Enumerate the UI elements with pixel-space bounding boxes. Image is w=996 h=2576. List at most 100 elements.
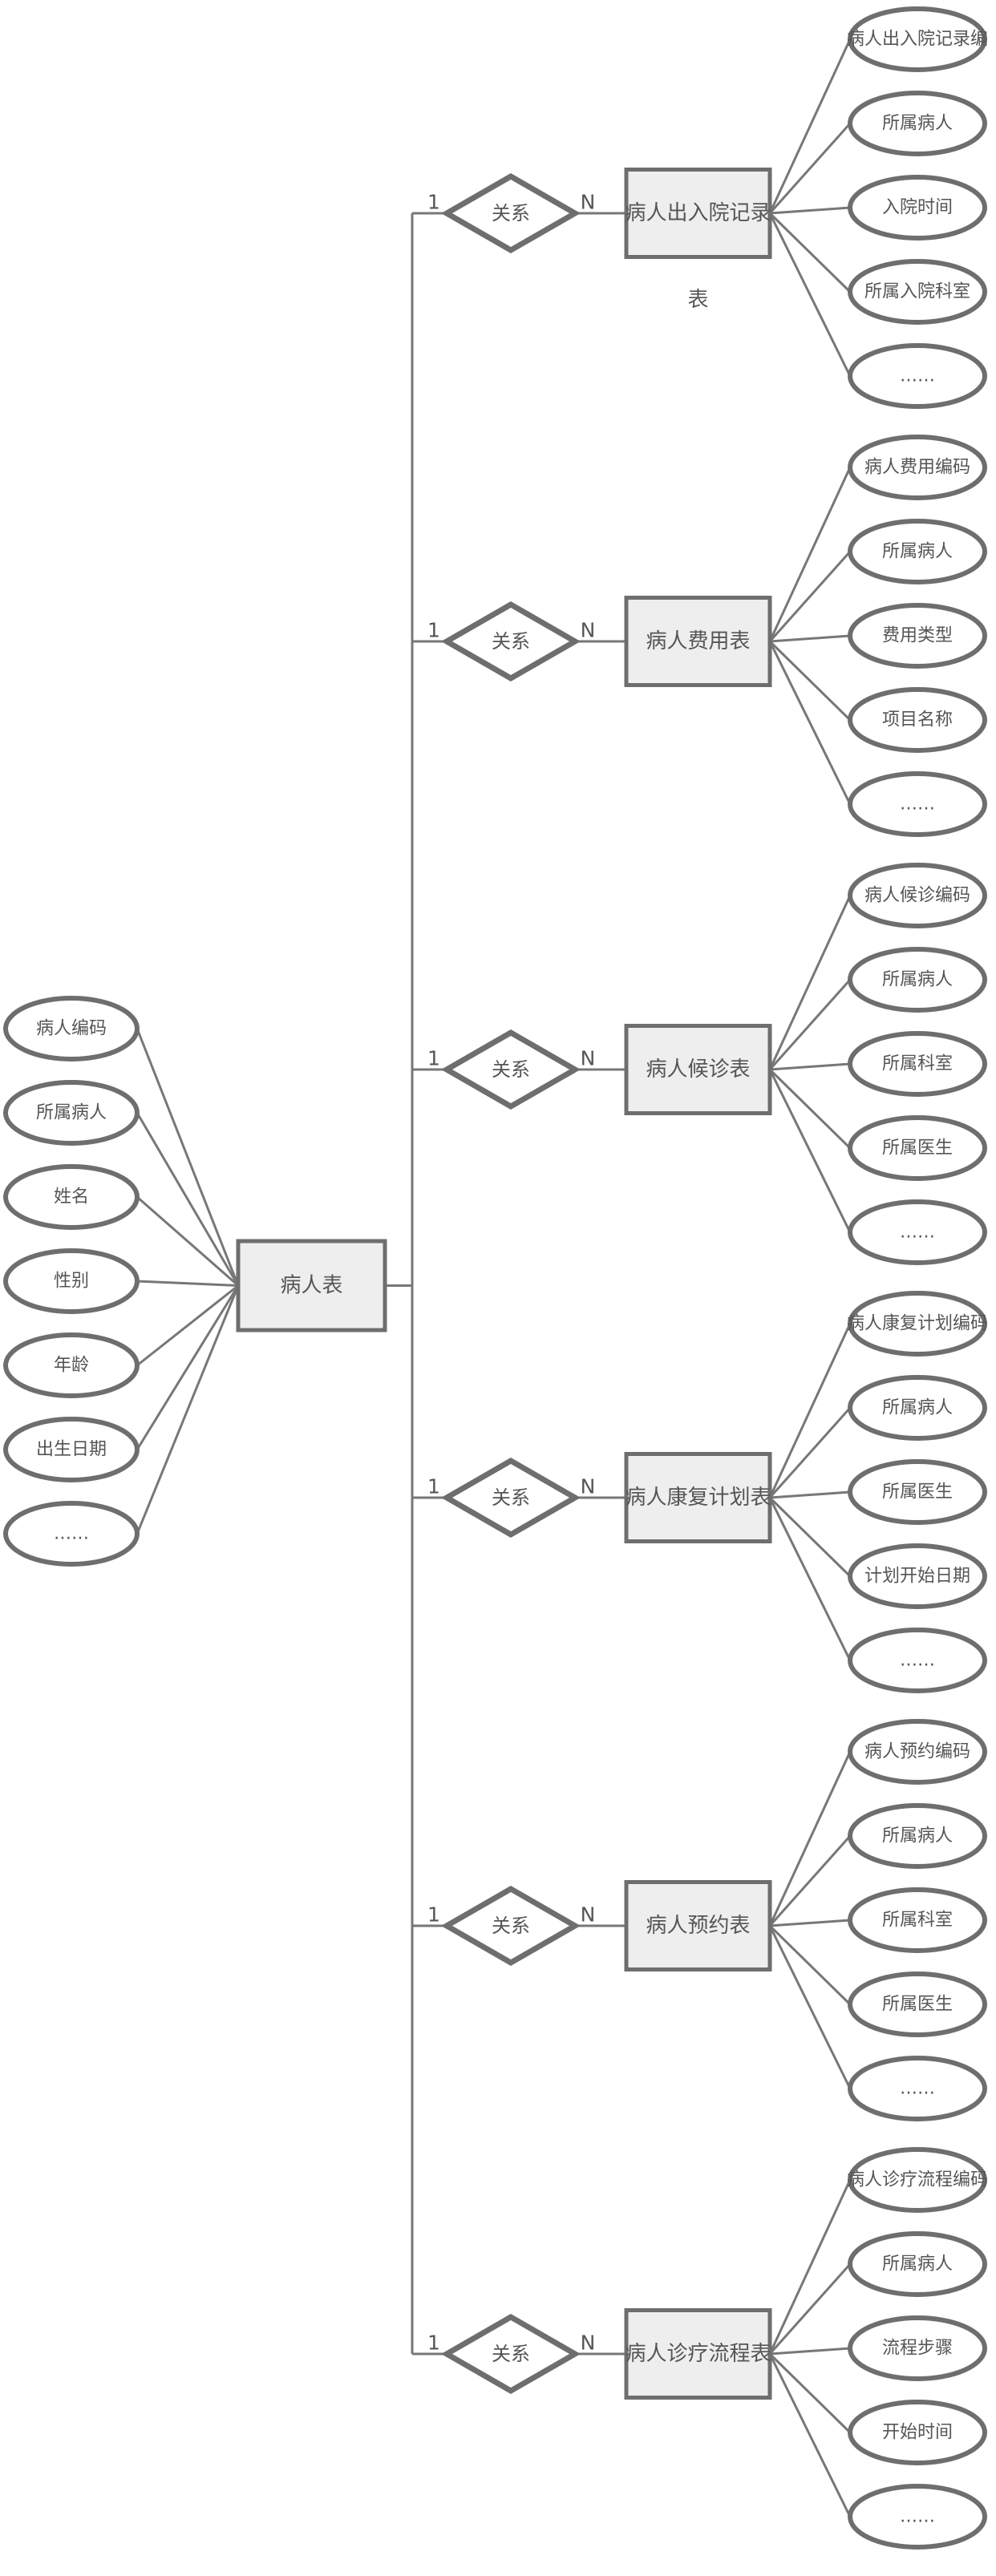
- attribute-label: 病人候诊编码: [864, 886, 970, 906]
- attribute-label: ……: [900, 2079, 935, 2099]
- attribute-label: 病人出入院记录编: [847, 30, 988, 50]
- attribute-ellipse: [848, 2315, 987, 2381]
- entity-box-patient: [236, 1239, 387, 1332]
- attribute-ellipse: [848, 1031, 987, 1097]
- connector-lines: [136, 38, 852, 2517]
- attribute-label: 病人康复计划编码: [847, 1314, 988, 1334]
- cardinality-many: N: [581, 1903, 596, 1927]
- attribute-link: [768, 467, 852, 642]
- attribute-ellipse: [848, 1803, 987, 1869]
- attribute-ellipse: [848, 1719, 987, 1785]
- attribute-link: [768, 2352, 852, 2434]
- attribute-label: 所属医生: [882, 1995, 953, 2015]
- attribute-ellipse: [848, 1199, 987, 1265]
- attribute-link: [768, 1496, 852, 1578]
- attribute-link: [768, 2179, 852, 2355]
- attribute-ellipse: [848, 1543, 987, 1609]
- cardinality-many: N: [581, 191, 596, 214]
- attribute-link: [768, 1751, 852, 1927]
- attribute-link: [136, 1284, 240, 1450]
- attribute-label: 所属病人: [882, 114, 953, 134]
- relationship-diamond: [440, 1885, 581, 1967]
- attribute-label: 姓名: [54, 1187, 89, 1207]
- attribute-label: ……: [900, 2507, 935, 2527]
- entity-box: [624, 1024, 772, 1115]
- attribute-label: 出生日期: [36, 1440, 107, 1460]
- attribute-ellipse: [848, 687, 987, 753]
- relationship-label: 关系: [492, 1058, 530, 1081]
- attribute-ellipse: [848, 91, 987, 156]
- attribute-link: [769, 1490, 851, 1499]
- attribute-link: [768, 1407, 852, 1498]
- attribute-label: 所属病人: [36, 1103, 107, 1123]
- attribute-label: 所属病人: [882, 970, 953, 990]
- entity-caption: 表: [687, 288, 708, 312]
- attribute-link: [769, 1919, 851, 1927]
- relationship-diamond: [440, 1029, 581, 1110]
- attribute-ellipse: [848, 2056, 987, 2121]
- cardinality-one: 1: [427, 619, 440, 642]
- attribute-label: 病人预约编码: [864, 1742, 970, 1762]
- attribute-link: [768, 551, 852, 642]
- relationship-label: 关系: [492, 202, 530, 224]
- entity-label: 病人预约表: [646, 1914, 750, 1938]
- attribute-link: [768, 1068, 852, 1150]
- attribute-label: 病人编码: [36, 1019, 107, 1039]
- cardinality-many: N: [581, 1475, 596, 1498]
- attribute-ellipse: [848, 863, 987, 928]
- attribute-ellipse: [848, 2147, 987, 2213]
- entity-label: 病人费用表: [646, 629, 750, 653]
- attribute-ellipse: [848, 1459, 987, 1525]
- attribute-label: 项目名称: [882, 710, 953, 730]
- attribute-link: [768, 2263, 852, 2355]
- cardinality-one: 1: [427, 1903, 440, 1927]
- entity-label-patient: 病人表: [280, 1274, 342, 1298]
- attribute-label: ……: [900, 795, 935, 815]
- attribute-link: [768, 641, 852, 805]
- attribute-label: 性别: [54, 1272, 89, 1292]
- relationship-label: 关系: [492, 630, 530, 653]
- attribute-ellipse: [3, 996, 140, 1062]
- attribute-link: [769, 206, 851, 215]
- attribute-label: 开始时间: [882, 2423, 953, 2443]
- attribute-ellipse: [848, 603, 987, 669]
- attribute-link: [768, 212, 852, 293]
- attribute-link: [768, 1069, 852, 1233]
- attribute-ellipse: [848, 6, 987, 72]
- attribute-link: [136, 1028, 240, 1287]
- entity-label: 病人候诊表: [646, 1057, 750, 1082]
- attribute-ellipse: [848, 259, 987, 325]
- attribute-link: [136, 1284, 239, 1367]
- attribute-link: [768, 212, 852, 377]
- attribute-label: 病人费用编码: [864, 458, 970, 478]
- attribute-ellipse: [848, 2231, 987, 2297]
- attribute-label: 流程步骤: [882, 2339, 953, 2359]
- cardinality-one: 1: [427, 2331, 440, 2355]
- attribute-label: 所属科室: [882, 1054, 953, 1074]
- attribute-link: [136, 1112, 240, 1287]
- attribute-link: [768, 1835, 852, 1927]
- attribute-link: [768, 38, 852, 214]
- relationship-diamond: [440, 172, 581, 254]
- attribute-ellipse: [848, 2484, 987, 2550]
- cardinality-many: N: [581, 1047, 596, 1070]
- attribute-link: [768, 640, 852, 722]
- cardinality-one: 1: [427, 1475, 440, 1498]
- attribute-label: ……: [900, 366, 935, 386]
- attribute-link: [769, 634, 851, 643]
- cardinality-many: N: [581, 619, 596, 642]
- attribute-link: [769, 1062, 851, 1071]
- attribute-link: [768, 1323, 852, 1498]
- attribute-link: [136, 1284, 240, 1535]
- attribute-label: 所属病人: [882, 1826, 953, 1846]
- attribute-ellipse: [3, 1080, 140, 1146]
- entity-box: [624, 168, 772, 259]
- attribute-ellipse: [848, 1115, 987, 1181]
- entity-box: [624, 1880, 772, 1971]
